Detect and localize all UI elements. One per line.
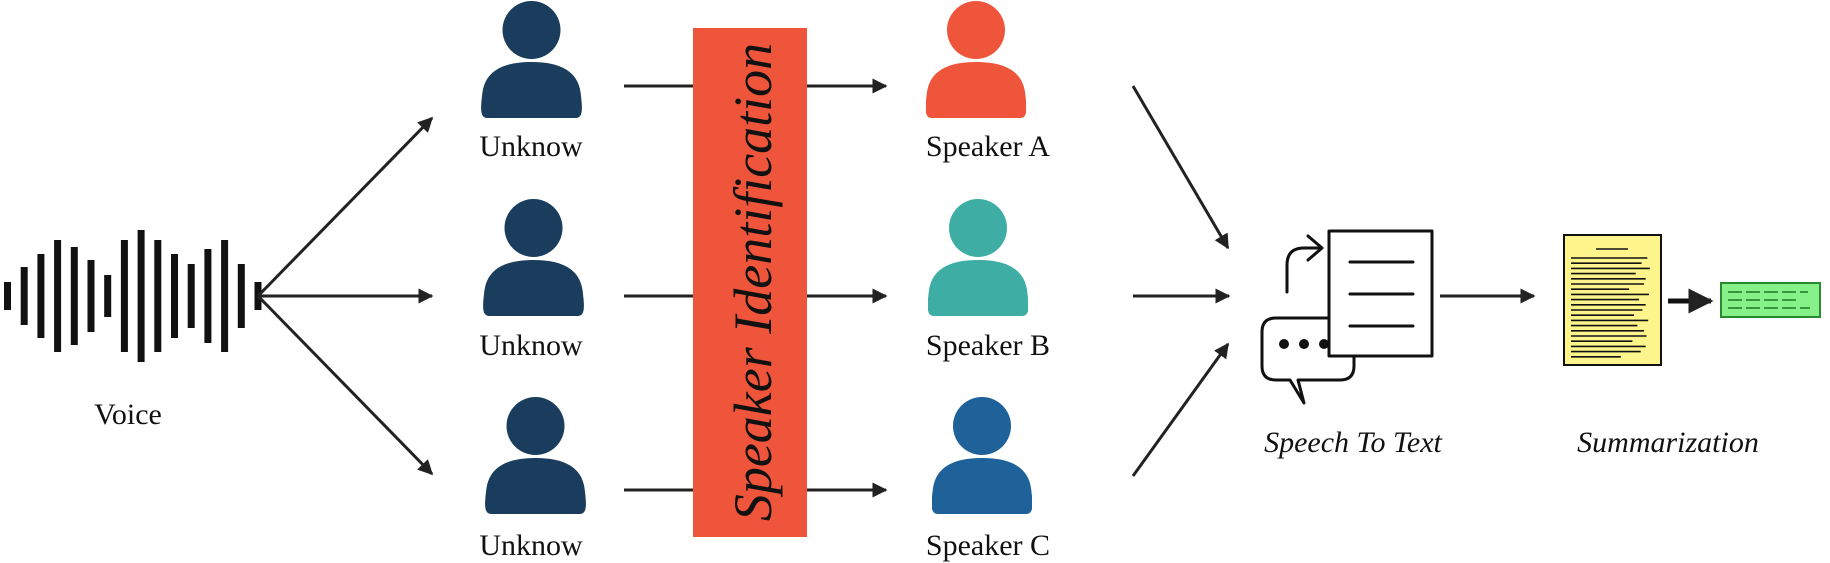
wave-bar [204, 249, 212, 343]
chat-dots [1279, 339, 1329, 349]
unknown-speaker-3: Unknow [479, 397, 586, 562]
arrow-from-speaker-c [1131, 342, 1230, 477]
wave-bar [4, 282, 11, 310]
speaker-b-label: Speaker B [926, 329, 1050, 362]
arrow-to-unknown-1 [256, 116, 434, 298]
wave-bar [154, 240, 162, 352]
wave-bar [221, 240, 229, 352]
summarization-label: Summarization [1577, 426, 1759, 459]
unknown-speaker-1: Unknow [479, 1, 583, 163]
wave-bar [70, 247, 78, 345]
person-icon [926, 1, 1026, 118]
wave-bar [171, 254, 178, 338]
unknown-speaker-label: Unknow [479, 529, 583, 562]
long-document-lines [1571, 248, 1650, 358]
voice-label: Voice [94, 398, 162, 431]
speech-to-text-label: Speech To Text [1264, 426, 1442, 459]
converge-arrows [1131, 85, 1231, 477]
curve-arrow [1285, 246, 1322, 294]
wave-bar [54, 240, 62, 352]
arrow-to-unknown-3 [256, 294, 434, 476]
person-icon [485, 397, 586, 514]
speaker-identification-band [693, 28, 807, 537]
summary-lines [1728, 291, 1810, 309]
person-icon [932, 397, 1032, 514]
wave-bar [87, 260, 95, 332]
speech-to-text-icon [1260, 229, 1434, 405]
wave-bar [37, 254, 45, 338]
fanout-arrows [256, 116, 434, 476]
unknown-speaker-label: Unknow [479, 329, 583, 362]
person-icon [481, 1, 582, 118]
speaker-c: Speaker C [926, 397, 1050, 562]
speaker-c-label: Speaker C [926, 529, 1050, 562]
wave-bar [20, 267, 28, 325]
sound-wave-icon [4, 230, 262, 362]
unknown-speaker-2: Unknow [479, 199, 584, 362]
wave-bar [137, 230, 145, 362]
curve-arrow-head [1306, 234, 1324, 262]
speaker-b: Speaker B [926, 199, 1050, 362]
wave-bar [237, 264, 245, 328]
person-icon [928, 199, 1028, 316]
wave-bar [120, 240, 128, 352]
unknown-speaker-label: Unknow [479, 130, 583, 163]
speaker-a-label: Speaker A [926, 130, 1050, 163]
identification-arrows [624, 78, 888, 498]
person-icon [483, 199, 584, 316]
speaker-a: Speaker A [926, 1, 1050, 163]
speaker-identification-label: Speaker Identification [723, 43, 783, 521]
arrow-from-speaker-a [1131, 85, 1230, 250]
wave-bar [187, 264, 195, 328]
document-summary-icon [1563, 234, 1821, 366]
wave-bar [104, 275, 112, 317]
